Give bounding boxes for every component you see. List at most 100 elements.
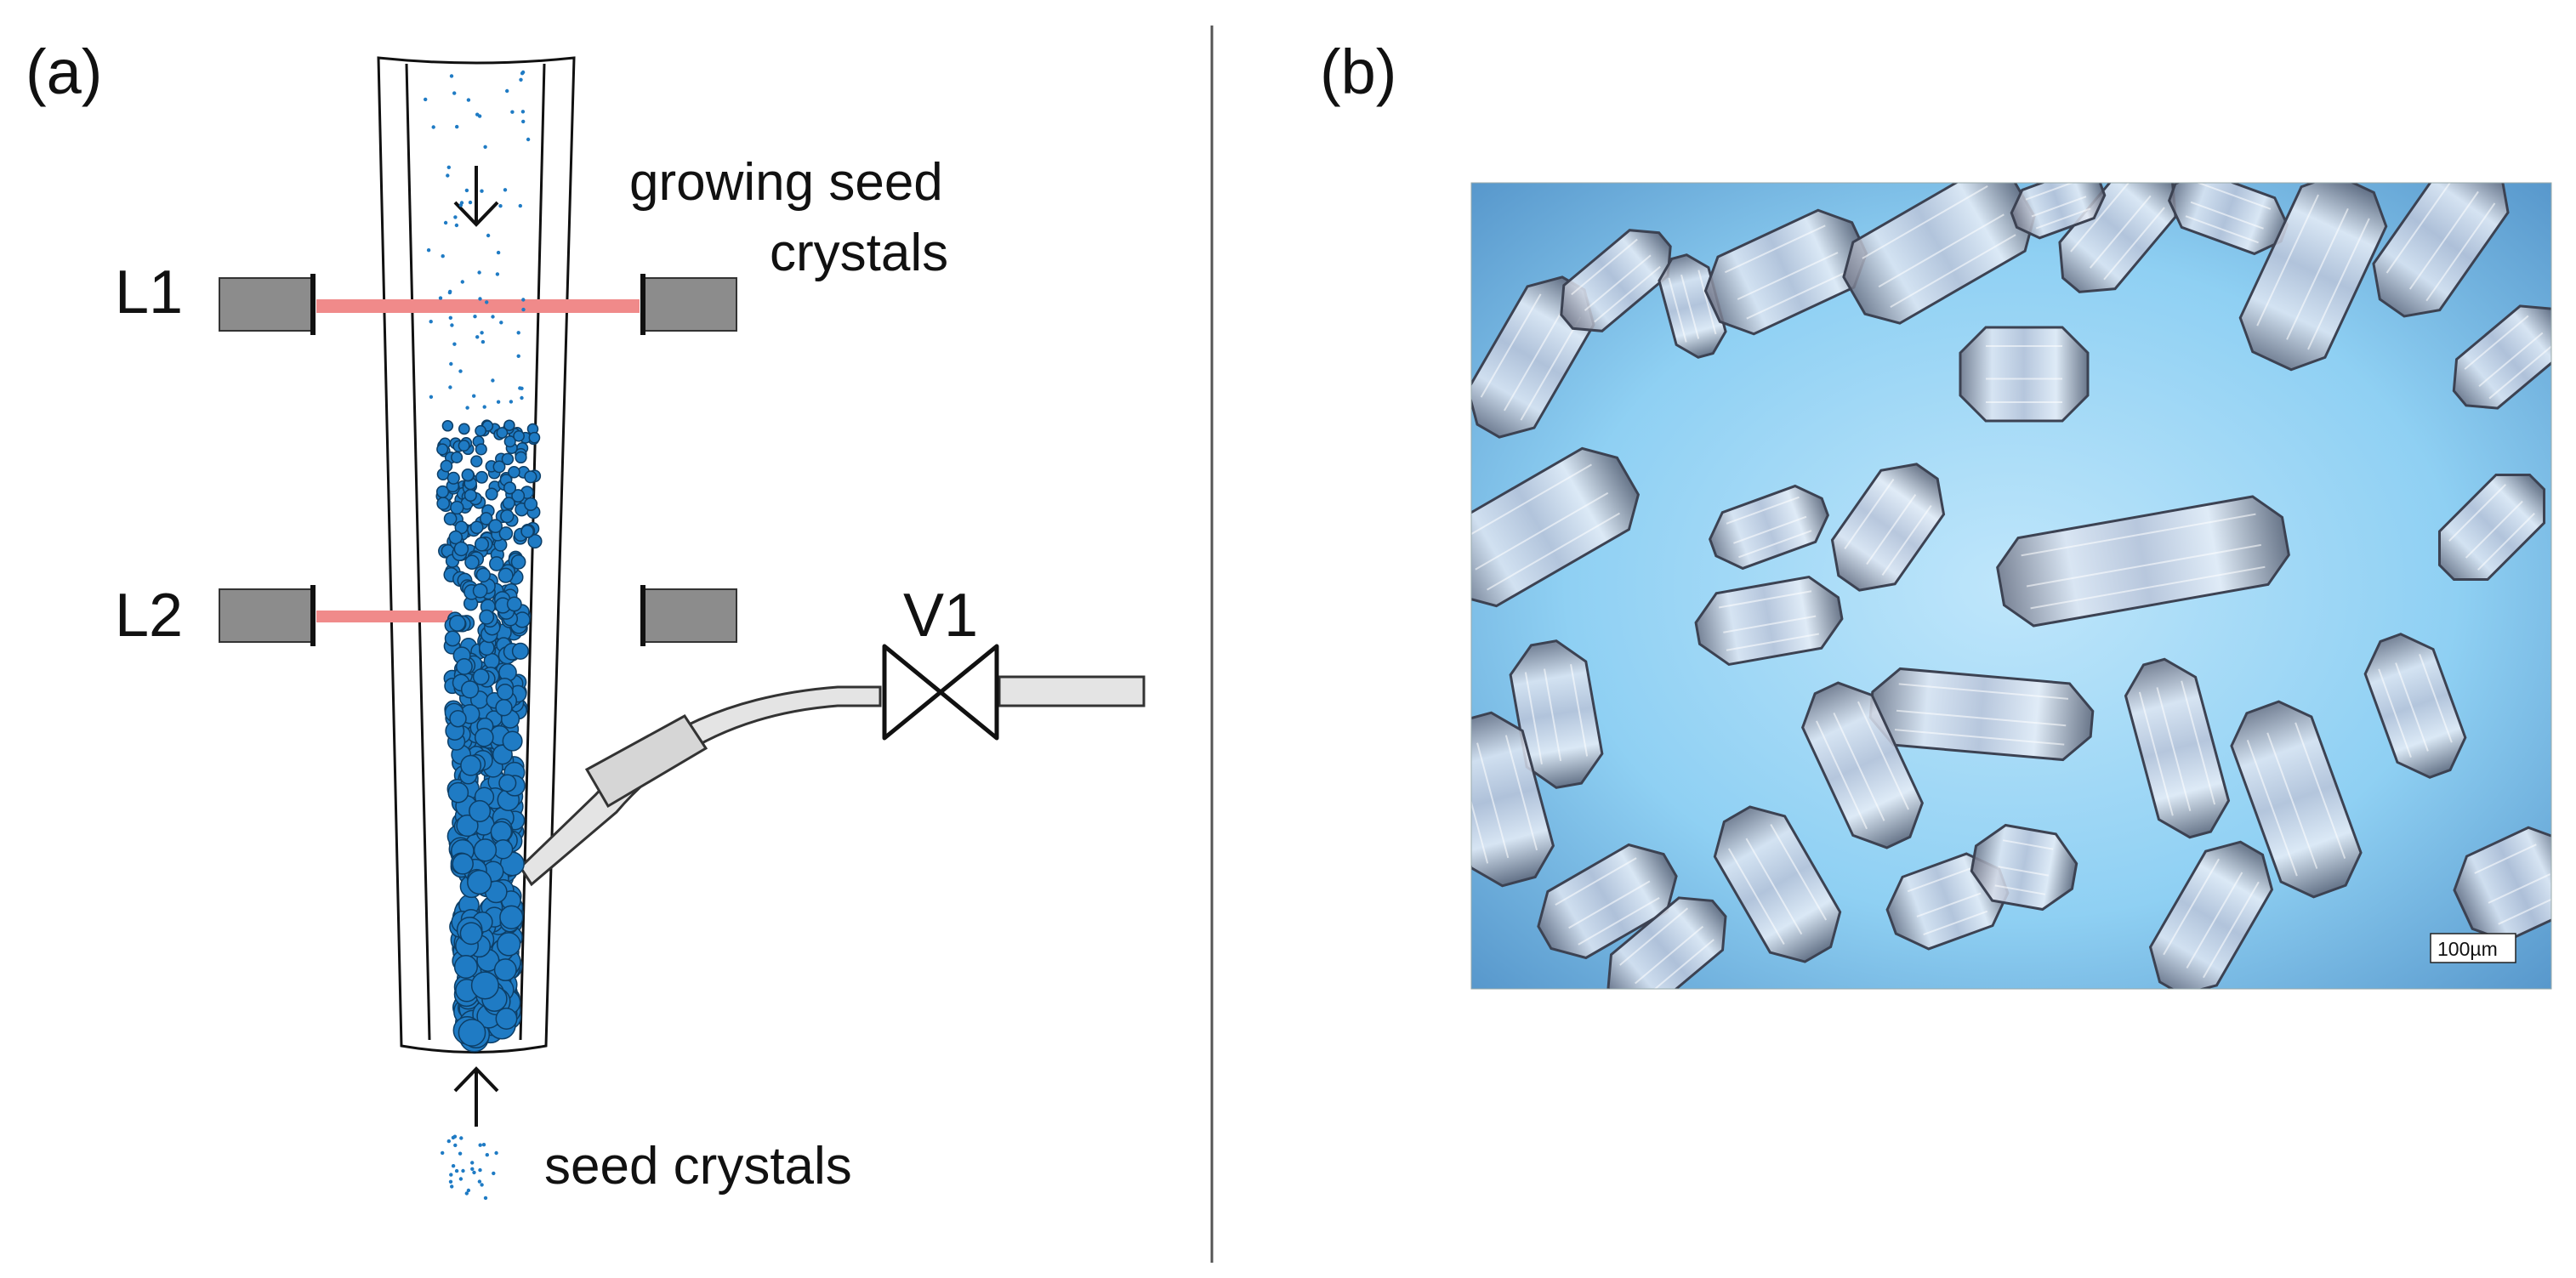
crystal-particle [524, 470, 537, 484]
seed-particle [426, 248, 431, 253]
bowtie-valve-icon [882, 644, 999, 741]
crystal-particle [503, 481, 517, 495]
seed-particle [520, 110, 526, 114]
seed-particle [477, 1179, 482, 1184]
seed-particle [491, 378, 495, 383]
seed-particle [470, 1167, 475, 1172]
outlet-coupling [584, 714, 708, 809]
crystal-particle [503, 419, 515, 431]
crystal-particle [508, 465, 520, 479]
crystal [1709, 484, 1829, 571]
crystal-particle [435, 485, 450, 498]
crystal [1537, 843, 1678, 960]
seed-particle [495, 272, 500, 276]
crystal-particle [467, 869, 492, 895]
crystal-particle [473, 838, 498, 862]
dense-crystal-bed [435, 419, 543, 1053]
outlet-tube-right [998, 675, 1146, 707]
valve-label: V1 [903, 582, 978, 650]
seed-particle [454, 1168, 459, 1173]
crystal-particle [513, 429, 525, 442]
crystal-particle [448, 614, 466, 632]
seed-particle [466, 1188, 471, 1193]
seed-particle [441, 1150, 445, 1156]
seed-particle [453, 1143, 458, 1148]
seed-particle [491, 315, 495, 319]
seed-particle [441, 254, 445, 258]
crystal [2010, 183, 2107, 240]
crystal-particle [511, 642, 529, 660]
crystal-particle [453, 954, 478, 980]
seed-particle [503, 188, 508, 192]
seed-particle [505, 88, 509, 94]
crystal-particle [458, 423, 470, 435]
l2-receiver [644, 588, 737, 643]
crystal-particle [469, 520, 484, 535]
crystal-particle [448, 530, 463, 545]
seed-particle [459, 1136, 463, 1140]
crystal [1606, 896, 1727, 989]
crystal [1471, 446, 1641, 608]
seed-particle [475, 112, 480, 116]
seed-particle [478, 1143, 482, 1147]
laser-label-l1: L1 [115, 258, 183, 327]
seed-particle [526, 137, 531, 142]
growing-crystals-label-line1: growing seed [629, 153, 943, 212]
seed-particle [494, 1150, 498, 1156]
seed-particle [443, 220, 448, 225]
crystal [1996, 495, 2290, 628]
seed-particle [499, 321, 503, 325]
seed-particle [452, 91, 457, 95]
panel-b: (b) 100µm [1320, 37, 2552, 990]
seed-particle [452, 342, 457, 346]
crystal-particle [498, 774, 517, 792]
crystal-particle [495, 699, 513, 717]
seed-particle [448, 315, 452, 320]
crystal-particle [493, 958, 517, 982]
seed-particle [496, 250, 501, 255]
crystal-particle [501, 452, 515, 466]
seed-particle [429, 395, 434, 399]
seed-particle [483, 145, 487, 149]
crystal [2452, 304, 2551, 410]
crystal-particle [458, 1019, 486, 1047]
inlet-seed-particles [441, 1134, 498, 1201]
crystal-particle [444, 630, 461, 647]
crystal-particle [474, 727, 494, 747]
crystal-particle [490, 821, 513, 843]
crystal-particle [503, 435, 516, 448]
seed-particle [521, 307, 526, 312]
crystal-particle [456, 814, 479, 838]
seed-particle [464, 188, 469, 193]
panel-a-label: (a) [26, 37, 102, 107]
seed-crystals-label: seed crystals [544, 1137, 852, 1196]
seed-particle [496, 400, 501, 404]
seed-particle [521, 119, 526, 124]
crystal-particle [451, 451, 463, 463]
seed-particle [482, 405, 486, 409]
seed-particle [466, 98, 471, 102]
seed-particle [475, 335, 480, 339]
seed-particle [450, 323, 454, 327]
seed-particle [477, 270, 481, 275]
seed-particle [480, 331, 484, 335]
seed-particle [481, 1143, 486, 1147]
micrograph-frame [1470, 182, 2552, 990]
crystal [1959, 326, 2090, 423]
crystal [2453, 826, 2551, 943]
seed-particle [465, 406, 469, 410]
crystal [2372, 183, 2510, 318]
seed-particle [446, 165, 451, 169]
growing-crystals-label-line2: crystals [770, 224, 948, 282]
seed-particle [447, 290, 452, 295]
seed-particle [454, 223, 459, 228]
crystal-particle [464, 554, 480, 571]
seed-particle [472, 394, 476, 398]
seed-particle [458, 1151, 463, 1156]
seed-particle [468, 200, 473, 205]
crystal-particle [498, 567, 514, 583]
crystal-particle [440, 459, 453, 473]
seed-particle [516, 354, 520, 358]
crystal-particle [500, 508, 515, 524]
